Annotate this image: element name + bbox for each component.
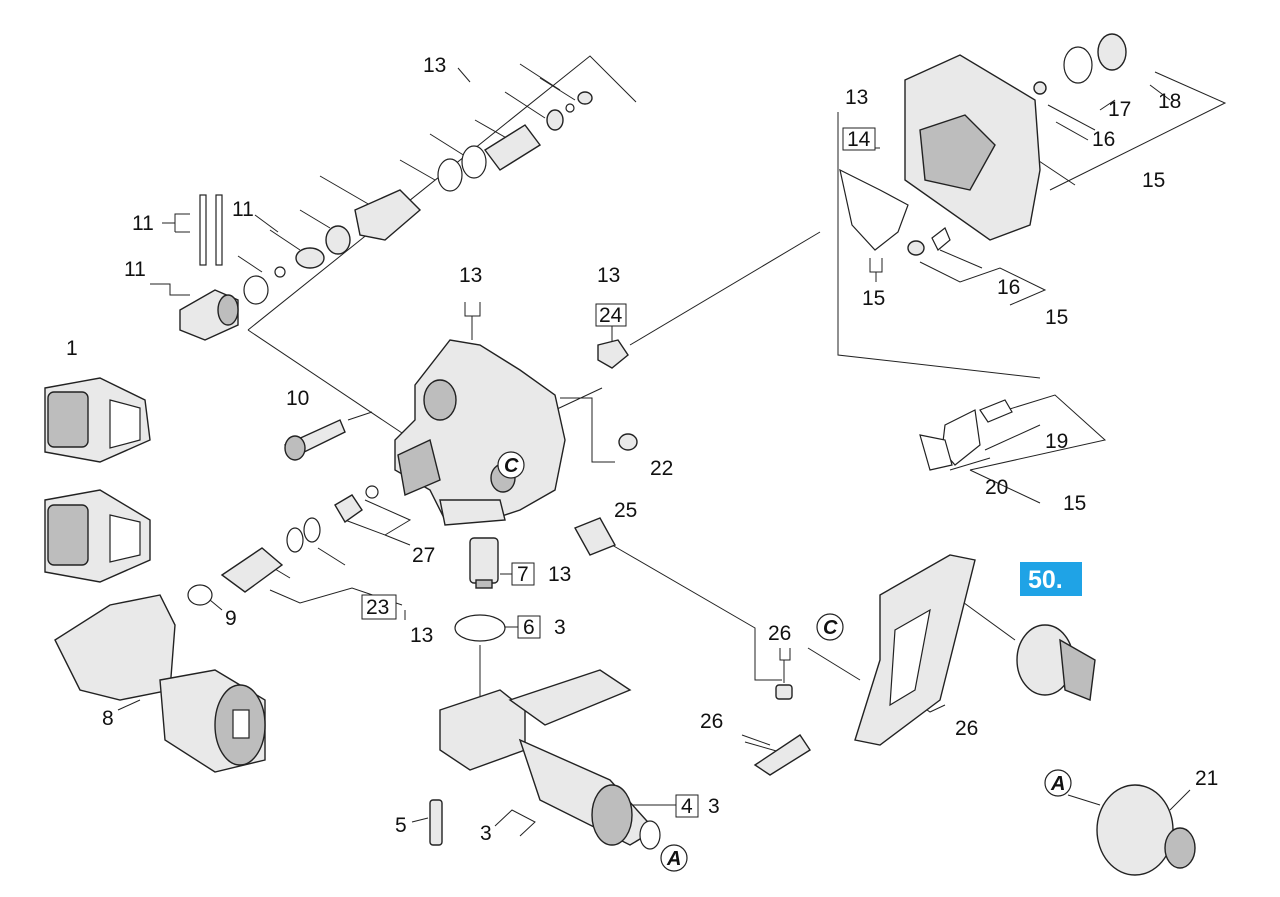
part-7-valve <box>469 537 499 589</box>
label-11-a: 11 <box>132 212 154 235</box>
label-4: 4 <box>681 795 693 818</box>
leader-lines <box>117 55 1227 837</box>
part-1-bracket-bottom <box>44 489 151 583</box>
label-13-top: 13 <box>423 54 446 77</box>
marker-a-manifold: A <box>660 844 688 872</box>
part-3-manifold <box>439 669 661 850</box>
svg-text:A: A <box>1050 773 1065 795</box>
label-15-b: 15 <box>1142 169 1165 192</box>
label-4-box <box>675 794 699 818</box>
label-15-c: 15 <box>1045 306 1068 329</box>
label-13-mid: 13 <box>459 264 482 287</box>
part-27-nut-and-ring <box>334 485 379 524</box>
label-27: 27 <box>412 544 435 567</box>
label-3-6: 3 <box>554 616 566 639</box>
label-24: 24 <box>599 304 623 327</box>
part-14-seal <box>839 168 909 251</box>
label-1: 1 <box>66 337 78 360</box>
label-26-c: 26 <box>955 717 978 740</box>
marker-c-pump: C <box>497 451 525 479</box>
part-8-hose-connector <box>54 594 266 773</box>
part-10-screw <box>284 419 346 461</box>
label-22: 22 <box>650 457 673 480</box>
label-16-b: 16 <box>997 276 1020 299</box>
part-24-clip <box>597 339 629 369</box>
marker-a-coupling: A <box>1044 769 1072 797</box>
label-7-box <box>511 562 535 586</box>
label-15-a: 15 <box>862 287 885 310</box>
label-13-7: 13 <box>548 563 571 586</box>
part-1-bracket-top <box>44 377 151 463</box>
label-15-d: 15 <box>1063 492 1086 515</box>
label-20: 20 <box>985 476 1008 499</box>
label-7: 7 <box>517 563 529 586</box>
svg-text:C: C <box>504 455 519 477</box>
svg-text:C: C <box>823 617 838 639</box>
highlight-50-badge: 50. <box>1020 562 1082 596</box>
label-23-box <box>361 594 397 620</box>
part-5-bolt <box>429 799 443 846</box>
label-19: 19 <box>1045 430 1068 453</box>
svg-text:A: A <box>666 848 681 870</box>
cylinder-head <box>904 33 1127 241</box>
label-14-box <box>842 127 876 151</box>
label-11-c: 11 <box>124 258 146 281</box>
label-14: 14 <box>847 128 871 151</box>
label-9: 9 <box>225 607 237 630</box>
label-5: 5 <box>395 814 407 837</box>
label-21: 21 <box>1195 767 1218 790</box>
label-6-box <box>517 615 541 639</box>
part-6-oring <box>454 614 506 642</box>
label-18: 18 <box>1158 90 1181 113</box>
rear-bracket <box>854 554 976 746</box>
part-13-seal-kit <box>243 91 593 305</box>
label-3-low: 3 <box>480 822 492 845</box>
label-17: 17 <box>1108 98 1131 121</box>
label-24-box <box>595 303 627 327</box>
pump-head-housing <box>394 339 566 526</box>
label-13-24: 13 <box>597 264 620 287</box>
label-6: 6 <box>523 616 535 639</box>
part-19-20-valves <box>919 399 1013 471</box>
label-3-4: 3 <box>708 795 720 818</box>
part-22-plug <box>618 433 638 451</box>
label-23: 23 <box>366 596 389 619</box>
callout-labels: 13 11 11 11 1 10 13 13 24 22 27 25 7 13 … <box>66 54 1218 845</box>
label-25: 25 <box>614 499 637 522</box>
part-9-oring <box>187 584 213 606</box>
part-16-spring-valve <box>907 227 951 256</box>
part-25-fitting <box>574 517 616 556</box>
label-8: 8 <box>102 707 114 730</box>
part-23-piston-assembly <box>220 517 321 593</box>
label-11-b: 11 <box>232 198 254 221</box>
part-21-quick-coupling <box>1096 784 1196 876</box>
label-16-a: 16 <box>1092 128 1115 151</box>
highlight-50-bg <box>1020 562 1082 596</box>
label-10: 10 <box>286 387 309 410</box>
part-11-valve-assembly <box>179 194 239 341</box>
part-26-fittings <box>753 684 811 776</box>
highlight-50-text: 50. <box>1028 566 1063 594</box>
marker-c-bracket: C <box>816 613 844 641</box>
label-13-23: 13 <box>410 624 433 647</box>
label-13-right: 13 <box>845 86 868 109</box>
part-50-unloader-valve <box>1016 624 1096 701</box>
label-26-b: 26 <box>700 710 723 733</box>
label-26-a: 26 <box>768 622 791 645</box>
